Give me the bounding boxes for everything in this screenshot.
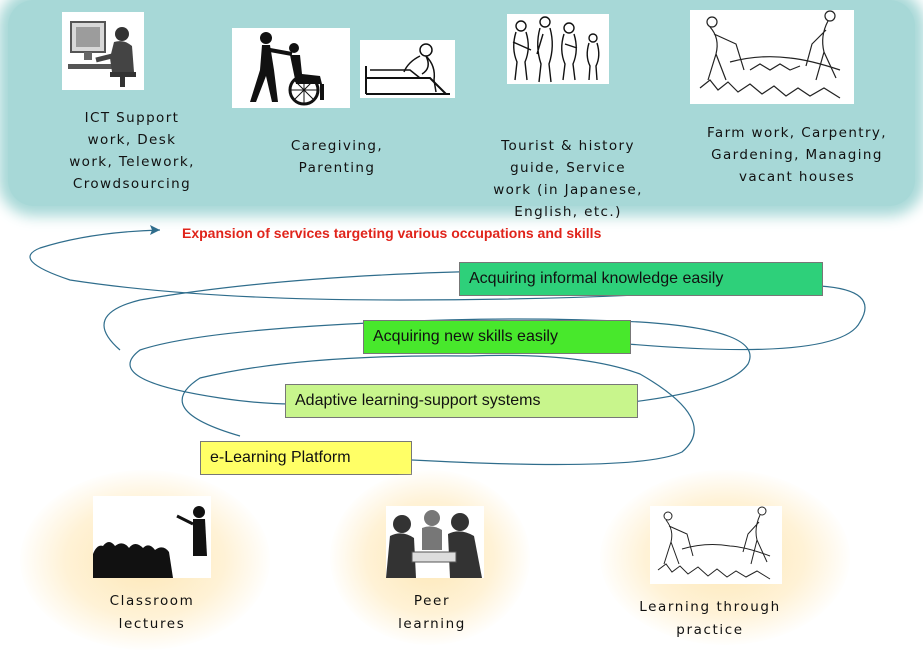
classroom-icon — [93, 496, 211, 578]
step-informal-knowledge: Acquiring informal knowledge easily — [459, 262, 823, 296]
step-new-skills: Acquiring new skills easily — [363, 320, 631, 354]
occupation-label-caregiving: Caregiving, Parenting — [290, 138, 384, 176]
headline: Expansion of services targeting various … — [182, 225, 602, 241]
mode-label-classroom: Classroom lectures — [109, 593, 195, 632]
occupation-label-tourist: Tourist & history guide, Service work (i… — [493, 138, 643, 220]
occupation-label-farm: Farm work, Carpentry, Gardening, Managin… — [706, 125, 887, 185]
tourist-guide-icon — [507, 14, 609, 84]
step-elearning-platform: e-Learning Platform — [200, 441, 412, 475]
occupation-label-ict: ICT Support work, Desk work, Telework, C… — [69, 110, 195, 192]
bed-care-icon — [360, 40, 455, 98]
step-adaptive-learning: Adaptive learning-support systems — [285, 384, 638, 418]
arrowhead-icon — [150, 225, 160, 235]
farm-work-icon — [690, 10, 854, 104]
mode-label-practice: Learning through practice — [639, 599, 781, 638]
computer-worker-icon — [62, 12, 144, 90]
peer-learning-icon — [386, 506, 484, 578]
mode-label-peer: Peer learning — [398, 593, 466, 632]
practice-icon — [650, 506, 782, 584]
caregiving-icon — [232, 28, 350, 108]
